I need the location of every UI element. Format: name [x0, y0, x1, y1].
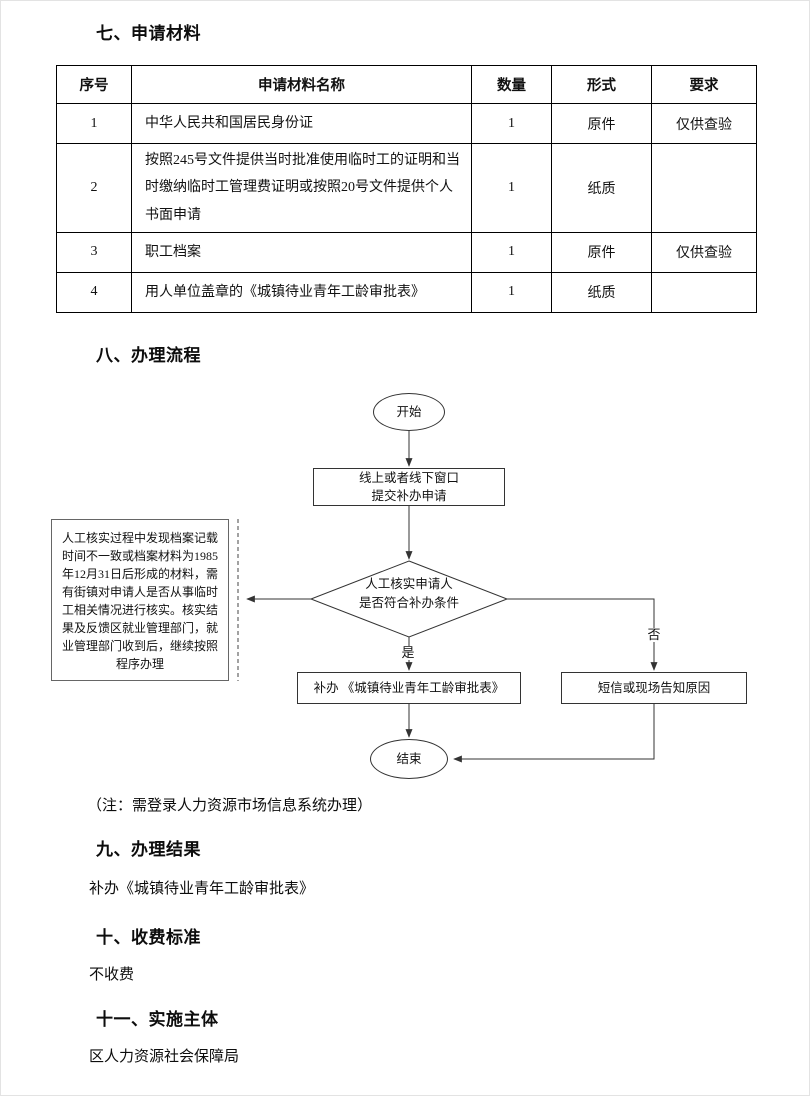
result-text: 补办《城镇待业青年工龄审批表》 — [89, 881, 315, 897]
submit-step-line1: 线上或者线下窗口 — [358, 470, 459, 485]
verification-note-box: 人工核实过程中发现档案记载时间不一致或档案材料为1985年12月31日后形成的材… — [51, 519, 229, 681]
table-row: 3 职工档案 1 原件 仅供查验 — [56, 231, 757, 273]
end-node: 结束 — [370, 739, 448, 779]
table-row: 2 按照245号文件提供当时批准使用临时工的证明和当时缴纳临时工管理费证明或按照… — [56, 143, 757, 233]
cell-req: 仅供查验 — [651, 103, 757, 144]
section-11-title: 十一、实施主体 — [96, 1010, 219, 1029]
header-cell-seq: 序号 — [56, 65, 132, 104]
submit-step-line2: 提交补办申请 — [371, 489, 447, 503]
cell-seq: 2 — [56, 143, 132, 233]
start-node: 开始 — [373, 393, 445, 431]
section-8-title: 八、办理流程 — [96, 346, 201, 365]
cell-form: 原件 — [551, 231, 652, 273]
section-7-title: 七、申请材料 — [96, 24, 201, 43]
cell-name: 中华人民共和国居民身份证 — [131, 103, 472, 144]
table-header-row: 序号 申请材料名称 数量 形式 要求 — [56, 65, 757, 104]
agency-text: 区人力资源社会保障局 — [89, 1049, 240, 1065]
notify-box: 短信或现场告知原因 — [561, 672, 747, 704]
cell-form: 原件 — [551, 103, 652, 144]
flowchart: 开始 线上或者线下窗口 提交补办申请 人工核实申请人 是否符合补办条件 人工核实… — [1, 389, 809, 789]
fee-text: 不收费 — [89, 967, 135, 983]
cell-qty: 1 — [471, 271, 552, 313]
flow-arrows — [237, 431, 658, 763]
cell-name: 职工档案 — [131, 231, 472, 273]
table-row: 4 用人单位盖章的《城镇待业青年工龄审批表》 1 纸质 — [56, 271, 757, 313]
decision-line2: 是否符合补办条件 — [358, 595, 459, 610]
section-9-title: 九、办理结果 — [96, 840, 201, 859]
no-label: 否 — [645, 627, 663, 643]
cell-req — [651, 271, 757, 313]
cell-req — [651, 143, 757, 233]
cell-form: 纸质 — [551, 271, 652, 313]
table-row: 1 中华人民共和国居民身份证 1 原件 仅供查验 — [56, 103, 757, 144]
yes-label: 是 — [399, 645, 417, 661]
header-cell-name: 申请材料名称 — [131, 65, 472, 104]
header-cell-form: 形式 — [551, 65, 652, 104]
materials-table: 序号 申请材料名称 数量 形式 要求 1 中华人民共和国居民身份证 1 原件 仅… — [56, 65, 757, 313]
cell-seq: 4 — [56, 271, 132, 313]
cell-seq: 1 — [56, 103, 132, 144]
flow-footnote: （注：需登录人力资源市场信息系统办理） — [87, 798, 373, 814]
header-cell-qty: 数量 — [471, 65, 552, 104]
cell-req: 仅供查验 — [651, 231, 757, 273]
reissue-box: 补办 《城镇待业青年工龄审批表》 — [297, 672, 521, 704]
cell-seq: 3 — [56, 231, 132, 273]
cell-name: 按照245号文件提供当时批准使用临时工的证明和当时缴纳临时工管理费证明或按照20… — [131, 143, 472, 233]
section-10-title: 十、收费标准 — [96, 928, 201, 947]
decision-line1: 人工核实申请人 — [365, 577, 453, 591]
cell-name: 用人单位盖章的《城镇待业青年工龄审批表》 — [131, 271, 472, 313]
header-cell-req: 要求 — [651, 65, 757, 104]
cell-qty: 1 — [471, 143, 552, 233]
cell-form: 纸质 — [551, 143, 652, 233]
decision-text: 人工核实申请人 是否符合补办条件 — [323, 575, 495, 613]
cell-qty: 1 — [471, 103, 552, 144]
submit-step-box: 线上或者线下窗口 提交补办申请 — [313, 468, 505, 506]
cell-qty: 1 — [471, 231, 552, 273]
